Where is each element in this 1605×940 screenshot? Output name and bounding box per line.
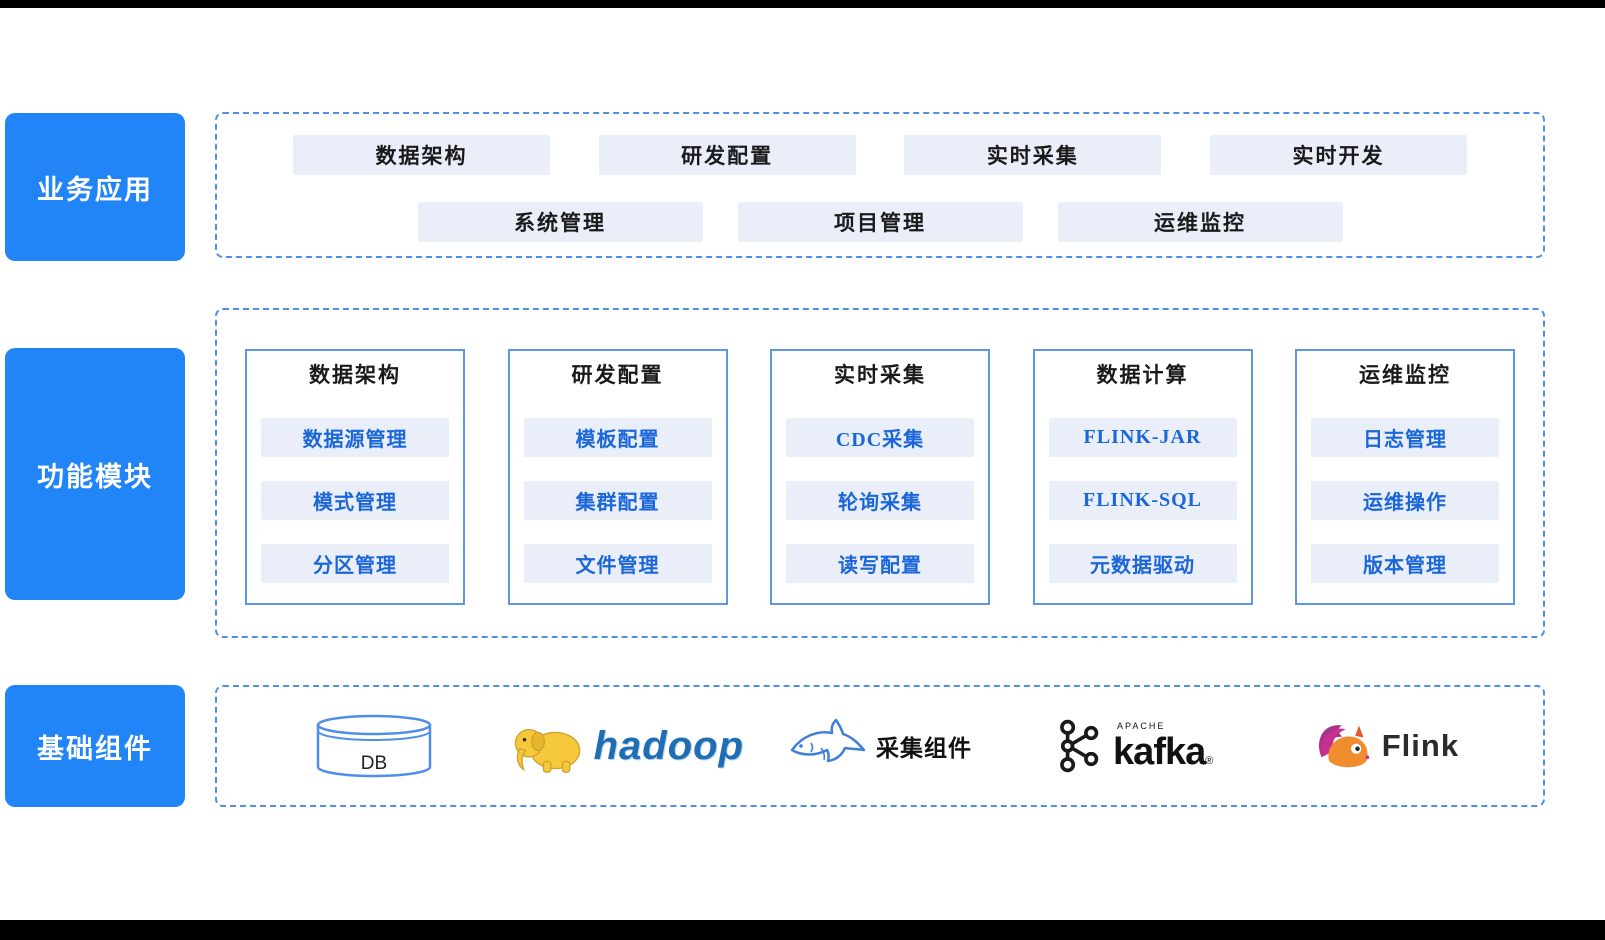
app-block-realtime-dev: 实时开发 — [1209, 135, 1467, 175]
module-columns: 数据架构 数据源管理 模式管理 分区管理 研发配置 模板配置 集群配置 文件管理… — [217, 349, 1543, 605]
module-item: 元数据驱动 — [1048, 544, 1237, 583]
label-function-modules: 功能模块 — [5, 348, 185, 600]
label-business-apps: 业务应用 — [5, 113, 185, 261]
module-column-ops-monitor: 运维监控 日志管理 运维操作 版本管理 — [1295, 349, 1515, 605]
shark-icon — [790, 718, 866, 763]
label-function-modules-text: 功能模块 — [37, 461, 153, 492]
module-column-title: 数据计算 — [1096, 364, 1189, 387]
app-block-realtime-collect: 实时采集 — [904, 135, 1162, 175]
module-item: 轮询采集 — [786, 481, 974, 520]
base-components-row: DB hadoop — [217, 687, 1543, 805]
module-item: 集群配置 — [523, 481, 712, 520]
db-logo: DB — [247, 714, 500, 778]
module-item: 读写配置 — [786, 544, 974, 583]
module-item: 运维操作 — [1311, 481, 1499, 520]
module-item: 日志管理 — [1311, 418, 1499, 457]
module-item: CDC采集 — [786, 418, 974, 457]
module-column-title: 数据架构 — [309, 364, 401, 387]
module-item: 文件管理 — [523, 544, 712, 583]
module-item: 数据源管理 — [261, 418, 449, 457]
kafka-wordmark: APACHE kafka® — [1113, 720, 1214, 773]
module-item: FLINK-SQL — [1048, 481, 1237, 520]
flink-label: Flink — [1381, 728, 1460, 763]
database-cylinder-icon: DB — [316, 714, 431, 778]
hadoop-logo: hadoop — [500, 716, 753, 776]
kafka-icon — [1060, 719, 1099, 773]
module-column-realtime-collect: 实时采集 CDC采集 轮询采集 读写配置 — [770, 349, 990, 605]
top-black-bar — [0, 0, 1605, 8]
kafka-label: kafka — [1113, 730, 1206, 773]
app-block-project-mgmt: 项目管理 — [737, 202, 1023, 242]
module-item: 分区管理 — [261, 544, 449, 583]
flink-logo: Flink — [1260, 718, 1513, 774]
kafka-apache-label: APACHE — [1117, 720, 1166, 731]
app-block-data-architecture: 数据架构 — [293, 135, 550, 175]
label-base-components: 基础组件 — [5, 685, 185, 807]
components-section: DB hadoop — [215, 685, 1545, 807]
module-column-title: 研发配置 — [571, 364, 664, 387]
label-business-apps-text: 业务应用 — [37, 174, 153, 205]
label-base-components-text: 基础组件 — [37, 733, 153, 764]
hadoop-elephant-icon — [514, 729, 580, 773]
module-item: 版本管理 — [1311, 544, 1499, 583]
db-label: DB — [360, 753, 386, 774]
bottom-black-bar — [0, 920, 1605, 940]
kafka-registered-mark: ® — [1205, 754, 1214, 767]
modules-section: 数据架构 数据源管理 模式管理 分区管理 研发配置 模板配置 集群配置 文件管理… — [215, 308, 1545, 638]
module-column-data-compute: 数据计算 FLINK-JAR FLINK-SQL 元数据驱动 — [1032, 349, 1253, 605]
module-item: 模式管理 — [261, 481, 449, 520]
module-column-data-architecture: 数据架构 数据源管理 模式管理 分区管理 — [245, 349, 465, 605]
module-column-dev-config: 研发配置 模板配置 集群配置 文件管理 — [507, 349, 728, 605]
business-apps-section: 数据架构 研发配置 实时采集 实时开发 系统管理 项目管理 运维监控 — [215, 112, 1545, 258]
app-block-system-mgmt: 系统管理 — [417, 202, 703, 242]
business-apps-row2: 系统管理 项目管理 运维监控 — [217, 202, 1543, 242]
app-block-ops-monitor: 运维监控 — [1057, 202, 1343, 242]
hadoop-label: hadoop — [593, 723, 745, 768]
module-item: 模板配置 — [523, 418, 712, 457]
kafka-logo: APACHE kafka® — [1007, 718, 1260, 774]
module-item: FLINK-JAR — [1048, 418, 1237, 457]
business-apps-row1: 数据架构 研发配置 实时采集 实时开发 — [217, 135, 1543, 175]
app-block-dev-config: 研发配置 — [598, 135, 856, 175]
collector-label: 采集组件 — [876, 735, 972, 761]
module-column-title: 实时采集 — [834, 364, 926, 387]
collector-logo: 采集组件 — [753, 718, 1006, 774]
flink-squirrel-icon — [1318, 725, 1369, 768]
module-column-title: 运维监控 — [1359, 364, 1451, 387]
